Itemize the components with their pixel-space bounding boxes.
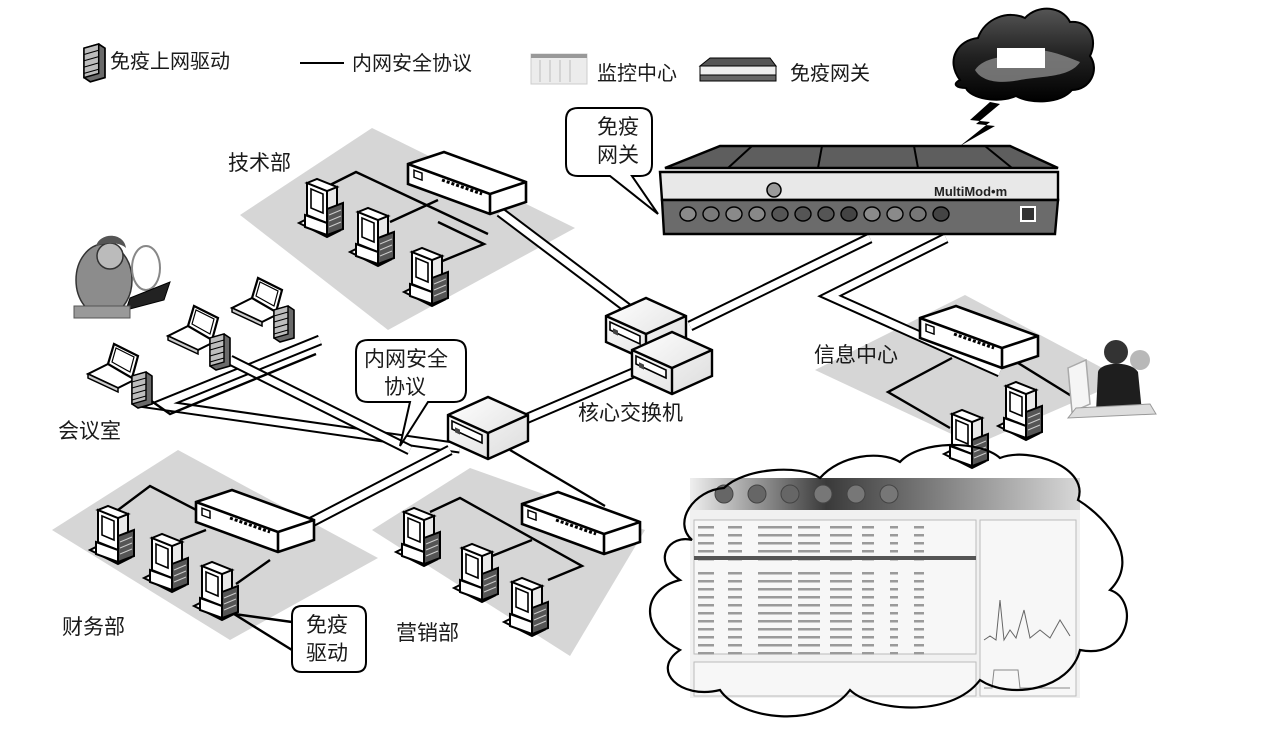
dept-finance-label: 财务部 [62,615,125,639]
cloud-label-box [997,48,1045,68]
toolbar-button-icon [846,484,866,504]
dept-meeting: 会议室 [58,235,317,443]
core-switch: 核心交换机 [578,296,714,425]
status-led [679,206,697,222]
monitor-center-icon [530,53,588,85]
table-row [698,652,924,655]
dept-finance: 财务部 [62,484,316,652]
traffic-chart-line [983,599,1071,642]
table-row [698,604,924,607]
callout-text-line1: 免疫 [597,115,639,139]
table-row [698,628,924,631]
legend-label: 免疫网关 [790,61,870,85]
reset-button [1020,206,1036,222]
monitor-screenshot [690,478,1080,698]
dept-meeting-label: 会议室 [58,419,121,443]
table-row [698,596,924,599]
power-indicator [766,182,782,198]
legend-item-protocol: 内网安全协议 [300,51,472,75]
firewall-icon [131,371,153,409]
zone-info [815,295,1125,445]
status-led [886,206,904,222]
callout-text-line2: 网关 [597,143,639,167]
immune-gateway-device: MultiMod•m [658,144,1060,236]
table-row [698,572,924,575]
dept-info-label: 信息中心 [814,343,898,367]
table-row [698,644,924,647]
monitor-center [648,443,1128,718]
legend-label: 监控中心 [597,61,677,85]
toolbar-button-icon [747,484,767,504]
lightning-bolt-icon [960,102,1000,146]
status-led [725,206,743,222]
toolbar-button-icon [780,484,800,504]
table-row [698,542,924,545]
table-row [698,612,924,615]
status-led [771,206,789,222]
legend-label: 内网安全协议 [352,51,472,75]
toolbar-button-icon [879,484,899,504]
admin-user-illustration [1066,340,1157,419]
monitor-toolbar [714,484,899,504]
table-row [698,636,924,639]
status-led [863,206,881,222]
distribution-switch [446,395,530,461]
legend-label: 免疫上网驱动 [110,49,230,73]
firewall-icon [209,333,231,371]
status-led [817,206,835,222]
legend-item-monitor-center: 监控中心 [530,53,677,85]
gateway-device-icon [698,57,777,82]
status-led [840,206,858,222]
callout-text-line2: 协议 [384,375,426,399]
legend-item-immune-driver: 免疫上网驱动 [83,43,230,83]
callout-gateway: 免疫 网关 [565,107,659,215]
firewall-icon [83,43,106,83]
status-led [702,206,720,222]
callout-protocol: 内网安全 协议 [355,339,467,447]
dept-marketing: 营销部 [395,490,642,645]
callout-text-line1: 免疫 [306,613,348,637]
firewall-icon [273,305,295,343]
traffic-chart-line [984,669,1070,689]
legend: 免疫上网驱动 内网安全协议 监控中心 免疫网关 [83,43,870,85]
internet-cloud [952,7,1095,146]
dept-tech: 技术部 [228,150,528,307]
status-led [748,206,766,222]
toolbar-button-icon [813,484,833,504]
legend-item-gateway: 免疫网关 [698,57,870,85]
table-row [698,620,924,623]
cloud-outline [648,443,1128,718]
status-led [932,206,950,222]
table-row [698,550,924,553]
dept-marketing-label: 营销部 [396,621,459,645]
gateway-brand: MultiMod•m [934,184,1007,199]
table-row [698,580,924,583]
status-led [909,206,927,222]
status-leds [679,206,950,222]
callout-text-line1: 内网安全 [364,347,448,371]
backbone-cables [139,207,1003,533]
callout-driver: 免疫 驱动 [291,605,367,673]
mobile-user-illustration [73,235,171,319]
table-row [698,534,924,537]
core-switch-label: 核心交换机 [578,401,683,425]
zone-tech [240,128,575,330]
dept-tech-label: 技术部 [228,151,291,175]
table-row [698,588,924,591]
dept-info: 信息中心 [814,304,1157,469]
callout-text-line2: 驱动 [306,641,348,665]
table-row [698,526,924,529]
status-led [794,206,812,222]
laptop-icon [86,342,140,394]
